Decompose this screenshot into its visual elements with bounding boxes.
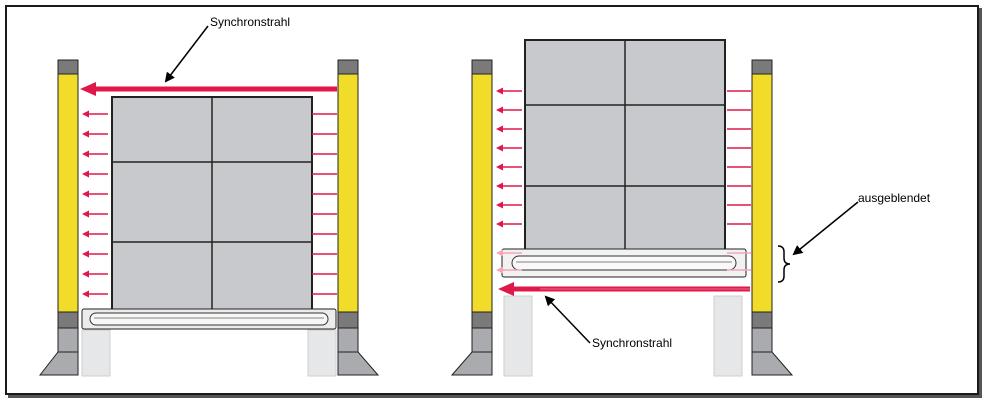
sync-beam-right bbox=[498, 282, 750, 296]
roller-conveyor-right bbox=[501, 248, 747, 278]
emitter-column-right bbox=[471, 59, 493, 329]
blanked-callout-line bbox=[792, 201, 859, 256]
blanked-label: ausgeblendet bbox=[858, 191, 931, 205]
receiver-column-right bbox=[751, 59, 773, 329]
receiver-column bbox=[337, 59, 359, 329]
receiver-base-right bbox=[751, 327, 794, 376]
conveyor-support-left-right-scene bbox=[503, 295, 533, 377]
light-beam-emitter-side bbox=[496, 201, 522, 209]
arrow-left-icon bbox=[82, 290, 89, 298]
arrow-left-icon bbox=[496, 249, 503, 257]
arrow-left-icon bbox=[496, 87, 503, 95]
arrow-left-icon bbox=[496, 163, 503, 171]
right-sensor-base bbox=[337, 327, 380, 376]
emitter-base-right bbox=[450, 327, 493, 376]
arrow-left-icon bbox=[496, 106, 503, 114]
roller-conveyor bbox=[81, 308, 337, 330]
arrow-left-icon bbox=[82, 210, 89, 218]
pallet-load bbox=[111, 96, 313, 314]
sync-callout-line-right bbox=[544, 295, 591, 344]
light-beams-left bbox=[82, 110, 337, 298]
light-beam-emitter-side bbox=[82, 210, 108, 218]
blanked-beam-emitter-side bbox=[496, 249, 522, 257]
sync-callout-line-left bbox=[164, 25, 209, 83]
light-beams-right bbox=[496, 87, 751, 274]
arrow-left-icon bbox=[82, 250, 89, 258]
arrow-left-icon bbox=[496, 220, 503, 228]
arrow-left-icon bbox=[82, 190, 89, 198]
conveyor-support-right bbox=[307, 329, 337, 377]
arrow-left-icon bbox=[82, 230, 89, 238]
conveyor-support-left bbox=[81, 329, 111, 377]
light-beam-emitter-side bbox=[496, 144, 522, 152]
light-beam-emitter-side bbox=[82, 230, 108, 238]
right-scene: ausgeblendet Synchronstrahl bbox=[450, 39, 931, 377]
light-beam-emitter-side bbox=[82, 270, 108, 278]
light-beam-emitter-side bbox=[496, 220, 522, 228]
light-beam-emitter-side bbox=[82, 110, 108, 118]
arrow-left-icon bbox=[498, 282, 514, 296]
light-beam-emitter-side bbox=[82, 150, 108, 158]
arrow-left-icon bbox=[82, 110, 89, 118]
light-beam-emitter-side bbox=[496, 87, 522, 95]
sync-label-left: Synchronstrahl bbox=[210, 15, 290, 29]
sync-label-right: Synchronstrahl bbox=[592, 336, 672, 350]
sync-beam-left bbox=[80, 82, 337, 96]
pallet-load-right bbox=[524, 39, 726, 257]
left-scene: Synchronstrahl bbox=[38, 15, 380, 377]
arrow-left-icon bbox=[82, 170, 89, 178]
arrow-left-icon bbox=[82, 130, 89, 138]
left-sensor-base bbox=[38, 327, 79, 376]
light-beam-emitter-side bbox=[82, 130, 108, 138]
blanked-beam-emitter-side bbox=[496, 266, 522, 274]
arrow-left-icon bbox=[496, 266, 503, 274]
light-beam-emitter-side bbox=[496, 125, 522, 133]
light-beam-emitter-side bbox=[82, 190, 108, 198]
light-beam-emitter-side bbox=[82, 290, 108, 298]
arrow-left-icon bbox=[80, 82, 96, 96]
arrow-left-icon bbox=[82, 270, 89, 278]
arrow-left-icon bbox=[496, 144, 503, 152]
light-beam-emitter-side bbox=[82, 170, 108, 178]
arrow-left-icon bbox=[496, 125, 503, 133]
arrow-left-icon bbox=[496, 201, 503, 209]
curly-brace-icon bbox=[777, 245, 791, 283]
light-beam-emitter-side bbox=[82, 250, 108, 258]
light-beam-emitter-side bbox=[496, 106, 522, 114]
conveyor-support-right-right-scene bbox=[713, 295, 743, 377]
light-beam-emitter-side bbox=[496, 163, 522, 171]
light-beam-emitter-side bbox=[496, 182, 522, 190]
arrow-left-icon bbox=[496, 182, 503, 190]
emitter-column bbox=[57, 59, 79, 329]
arrow-left-icon bbox=[82, 150, 89, 158]
